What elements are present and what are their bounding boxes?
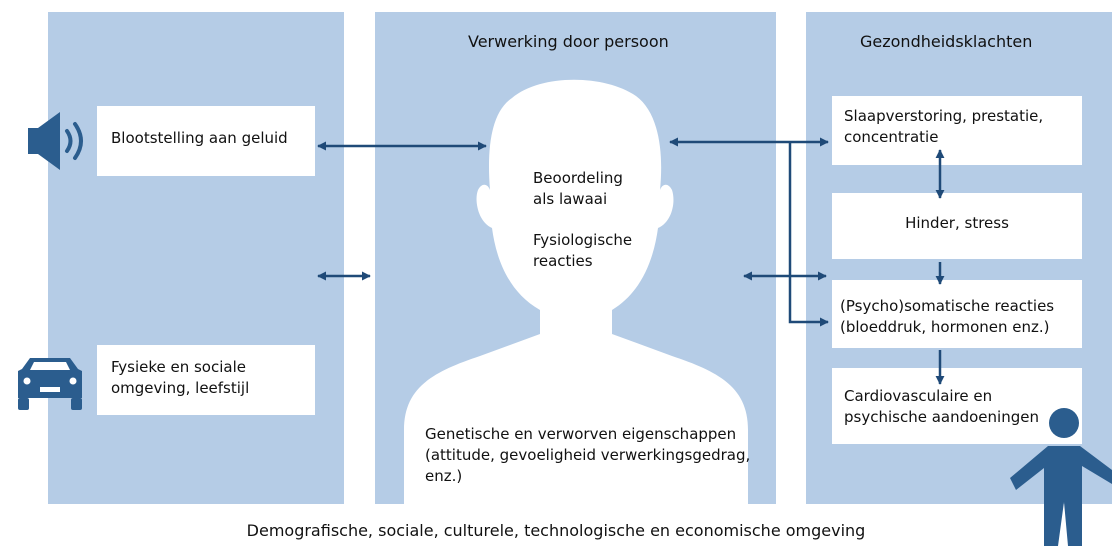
sleep-line1: Slaapverstoring, prestatie,	[844, 107, 1044, 125]
speaker-icon	[28, 112, 60, 170]
middle-title: Verwerking door persoon	[468, 32, 669, 51]
traits-line2: (attitude, gevoeligheid verwerkingsgedra…	[425, 446, 751, 464]
psychosomatic-line2: (bloeddruk, hormonen enz.)	[840, 318, 1050, 336]
psychosomatic-line1: (Psycho)somatische reacties	[840, 297, 1055, 315]
noise-exposure-label: Blootstelling aan geluid	[111, 129, 288, 147]
cardiovascular-line2: psychische aandoeningen	[844, 408, 1039, 426]
annoyance-label: Hinder, stress	[905, 214, 1009, 232]
physiological-line2: reacties	[533, 252, 593, 270]
left-panel	[48, 12, 344, 504]
car-icon	[18, 358, 82, 410]
psychosomatic-box: (Psycho)somatische reacties (bloeddruk, …	[832, 280, 1082, 348]
arrow-branch-psychosomatic	[788, 142, 829, 327]
assessment-text: Beoordeling als lawaai	[533, 168, 623, 210]
sleep-disturbance-box: Slaapverstoring, prestatie, concentratie	[832, 96, 1082, 165]
environment-lifestyle-box: Fysieke en sociale omgeving, leefstijl	[97, 345, 315, 415]
assessment-line2: als lawaai	[533, 190, 608, 208]
environment-line1: Fysieke en sociale	[111, 358, 246, 376]
traits-line1: Genetische en verworven eigenschappen	[425, 425, 737, 443]
noise-exposure-box: Blootstelling aan geluid	[97, 106, 315, 176]
cardiovascular-line1: Cardiovasculaire en	[844, 387, 993, 405]
traits-line3: enz.)	[425, 467, 463, 485]
environment-line2: omgeving, leefstijl	[111, 379, 250, 397]
traits-text: Genetische en verworven eigenschappen (a…	[425, 424, 750, 487]
assessment-line1: Beoordeling	[533, 169, 623, 187]
sleep-line2: concentratie	[844, 128, 939, 146]
physiological-text: Fysiologische reacties	[533, 230, 632, 272]
footer-text: Demografische, sociale, culturele, techn…	[246, 521, 866, 540]
right-title: Gezondheidsklachten	[860, 32, 1033, 51]
cardiovascular-box: Cardiovasculaire en psychische aandoenin…	[832, 368, 1082, 444]
physiological-line1: Fysiologische	[533, 231, 633, 249]
person-icon	[1010, 408, 1112, 546]
annoyance-stress-box: Hinder, stress	[832, 193, 1082, 259]
